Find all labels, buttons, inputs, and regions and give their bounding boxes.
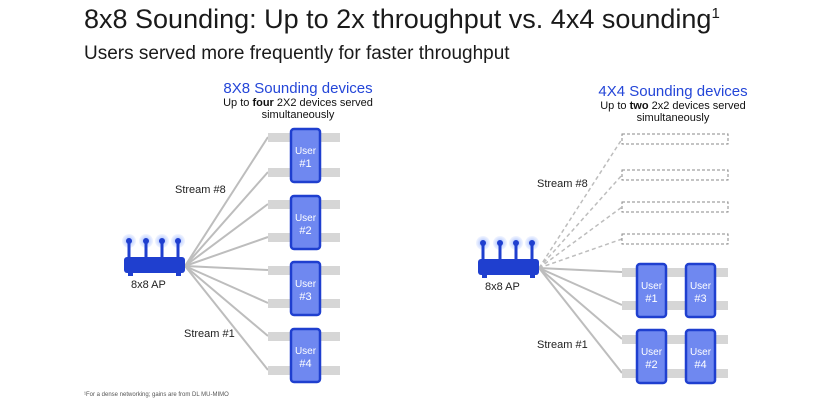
empty-slot [621,233,729,245]
stream-bar [622,335,728,344]
right-dashed-boxes [621,133,729,245]
right-panel-subtitle: Up to two 2x2 devices served [600,100,746,112]
empty-slot [621,169,729,181]
page-title: 8x8 Sounding: Up to 2x throughput vs. 4x… [84,4,720,34]
stream-line [184,265,269,337]
stream-line [184,265,269,371]
stream-line [538,267,623,273]
stream-label-bottom: Stream #1 [184,328,235,340]
phone-device-icon [289,260,322,317]
user-label: User [295,346,317,357]
stream-line [184,265,269,271]
empty-slot [621,201,729,213]
right-panel-title: 4X4 Sounding devices [598,83,748,100]
phone-device-icon [289,127,322,184]
stream-label-bottom: Stream #1 [537,339,588,351]
empty-slot [621,133,729,145]
user-label: User [295,279,317,290]
right-dashed-stream-lines [538,138,623,269]
user-label: User [295,146,317,157]
right-panel-header: 4X4 Sounding devices Up to two 2x2 devic… [573,83,773,124]
phone-device-icon [289,327,322,384]
user-label: User [641,347,663,358]
phone-device-icon [289,194,322,251]
stream-line [184,171,269,267]
user-label: User [690,347,712,358]
stream-line [538,267,623,374]
user-number: #1 [299,158,311,170]
user-number: #3 [694,293,706,305]
user-number: #4 [694,359,706,371]
stream-line [184,136,269,267]
user-number: #4 [299,358,311,370]
right-user-3-device: User #3 [684,262,717,319]
left-user-2-device: User #2 [289,194,322,251]
right-stream-bars [622,268,728,378]
antenna-icon [122,234,185,258]
user-number: #2 [645,359,657,371]
left-panel-title: 8X8 Sounding devices [223,80,373,97]
ap-label: 8x8 AP [485,281,520,293]
page-subtitle: Users served more frequently for faster … [84,43,510,64]
right-panel-subtitle-line2: simultaneously [636,112,710,124]
right-stream-lines [538,267,623,374]
user-label: User [295,213,317,224]
phone-device-icon [635,262,668,319]
stream-bar [622,268,728,277]
right-user-4-device: User #4 [684,328,717,385]
phone-device-icon [684,328,717,385]
stream-label-top: Stream #8 [175,184,226,196]
stream-bar [622,301,728,310]
left-router [122,234,185,276]
right-user-1-device: User #1 [635,262,668,319]
user-number: #1 [645,293,657,305]
left-user-3-device: User #3 [289,260,322,317]
right-router [476,236,539,278]
stream-line [184,203,269,267]
router-icon [478,259,539,275]
phone-device-icon [635,328,668,385]
phone-device-icon [684,262,717,319]
left-user-4-device: User #4 [289,327,322,384]
left-panel-subtitle-line2: simultaneously [261,109,335,121]
left-user-1-device: User #1 [289,127,322,184]
stream-line [184,265,269,304]
dashed-stream-line [538,206,623,269]
left-stream-lines [184,136,269,371]
dashed-stream-line [538,238,623,269]
antenna-icon [476,236,539,260]
title-footnote-marker: 1 [711,5,720,22]
left-panel-subtitle: Up to four 2X2 devices served [223,97,373,109]
stream-label-top: Stream #8 [537,178,588,190]
stream-line [184,236,269,267]
stream-line [538,267,623,340]
dashed-stream-line [538,138,623,269]
left-panel-header: 8X8 Sounding devices Up to four 2X2 devi… [198,80,398,121]
right-user-2-device: User #2 [635,328,668,385]
user-label: User [690,281,712,292]
user-number: #3 [299,291,311,303]
user-number: #2 [299,225,311,237]
footnote: ¹For a dense networking; gains are from … [84,392,229,398]
stream-line [538,267,623,306]
ap-label: 8x8 AP [131,279,166,291]
router-icon [124,257,185,273]
user-label: User [641,281,663,292]
stream-bar [622,369,728,378]
